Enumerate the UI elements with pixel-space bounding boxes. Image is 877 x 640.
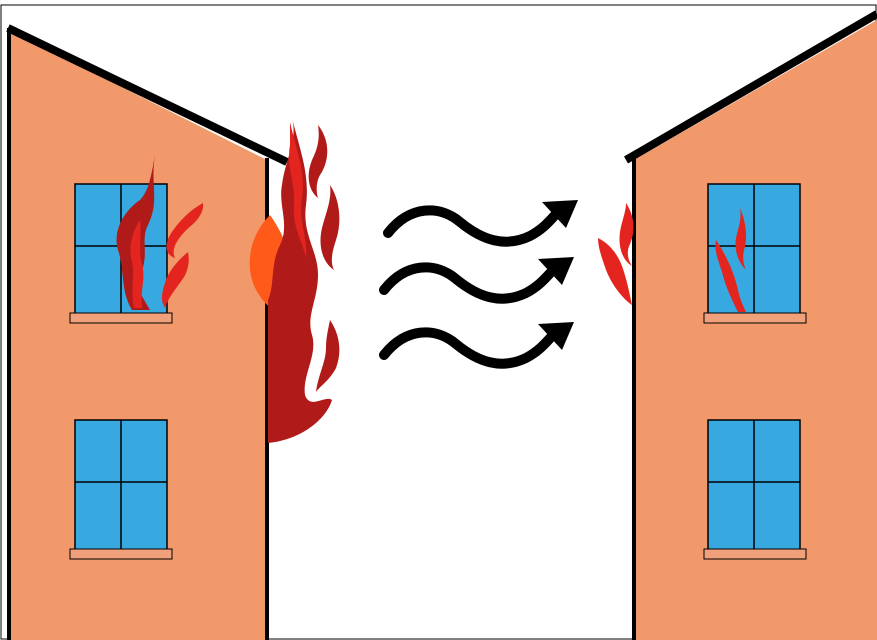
left-lower-window-sill (70, 549, 172, 559)
left-upper-window-sill (70, 313, 172, 323)
right-lower-window-icon (704, 420, 806, 559)
right-lower-window-sill (704, 549, 806, 559)
left-lower-window-icon (70, 420, 172, 559)
right-upper-window-sill (704, 313, 806, 323)
